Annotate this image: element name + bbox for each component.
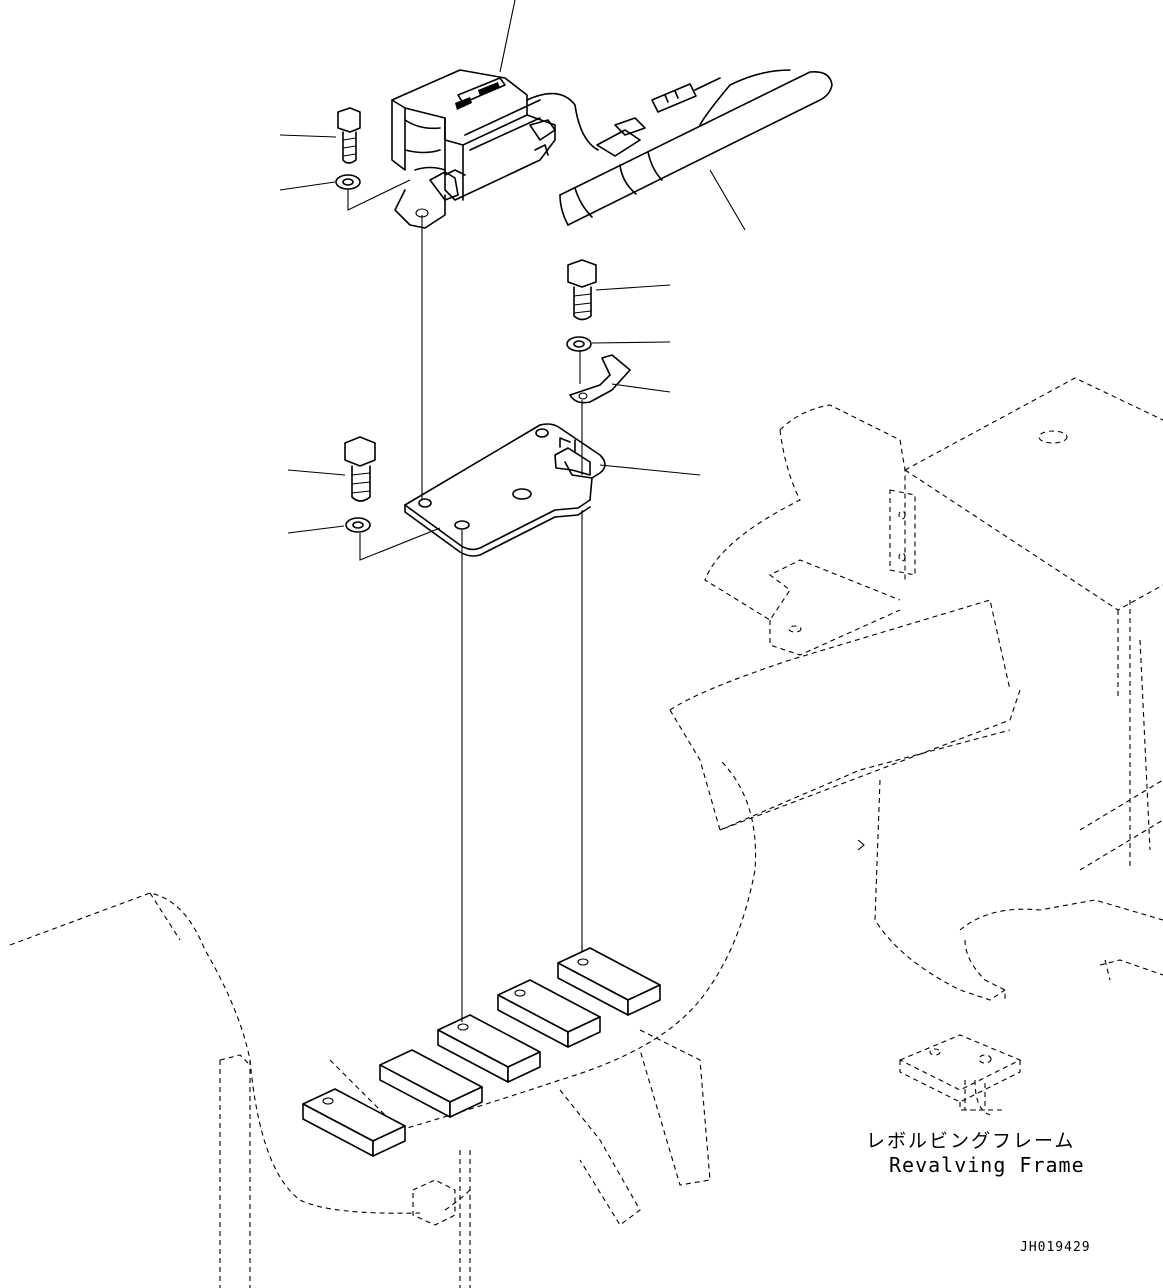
mounting-pad: [302, 1088, 406, 1157]
drawing-code: JH019429: [1020, 1240, 1091, 1255]
washer: [335, 174, 361, 190]
bolt: [567, 259, 597, 321]
mount-plate: [404, 423, 606, 557]
frame-label-english: Revalving Frame: [889, 1153, 1085, 1177]
bolt: [337, 107, 361, 164]
mounting-pad: [557, 947, 661, 1016]
relay-unit: [391, 0, 646, 229]
wiring-harness: [559, 69, 833, 231]
washer: [345, 517, 371, 533]
mounting-pad: [437, 1014, 541, 1083]
revolving-frame: [9, 377, 1163, 1288]
frame-label-japanese: レボルビングフレーム: [866, 1130, 1076, 1152]
mounting-pad: [379, 1049, 483, 1118]
mounting-pads: [302, 947, 661, 1157]
mounting-pad: [497, 979, 601, 1048]
clamp: [569, 354, 631, 404]
bolt: [344, 436, 376, 502]
washer: [566, 336, 592, 352]
alignment-lines: [421, 215, 583, 1022]
